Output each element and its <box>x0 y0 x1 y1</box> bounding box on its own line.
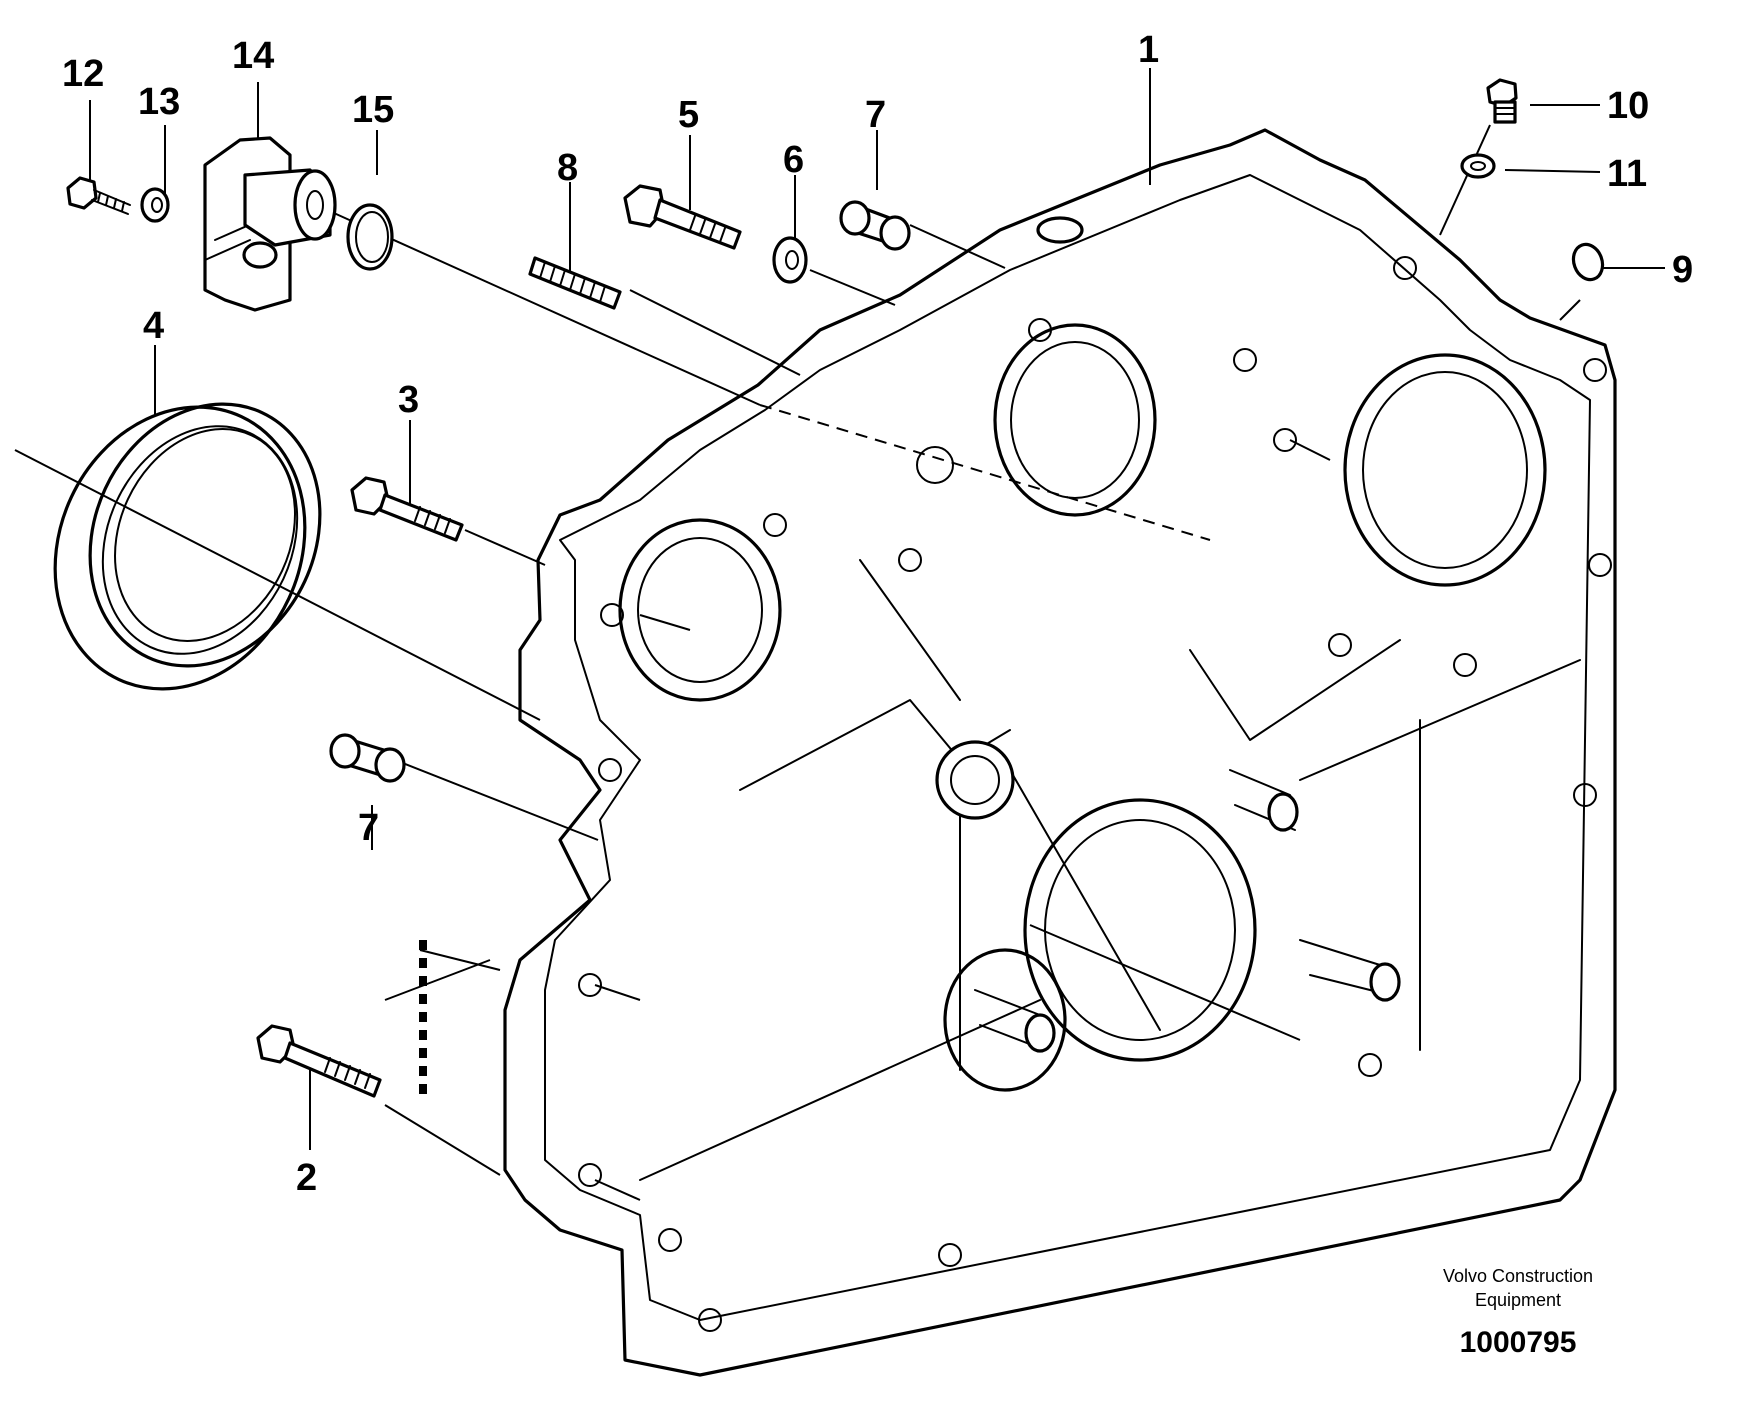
plug-screw-10 <box>1486 78 1518 124</box>
callout-14: 14 <box>232 35 274 77</box>
o-ring-15 <box>346 203 394 271</box>
callout-1: 1 <box>1138 29 1159 71</box>
callout-11: 11 <box>1607 153 1647 195</box>
callout-4: 4 <box>143 305 164 347</box>
dowel-bush-7-left <box>329 733 406 783</box>
bracket-14 <box>203 136 337 312</box>
bolt-2 <box>256 1024 382 1098</box>
callout-5: 5 <box>678 94 699 136</box>
dowel-bush-7-top <box>839 200 911 251</box>
leader-lines <box>14 68 1665 1201</box>
callout-7-top: 7 <box>865 94 886 136</box>
crankshaft-seal <box>53 402 322 691</box>
washer-6 <box>772 236 808 284</box>
callout-2: 2 <box>296 1157 317 1199</box>
bolt-3 <box>350 476 464 542</box>
callout-13: 13 <box>138 81 180 123</box>
callout-3: 3 <box>398 379 419 421</box>
image-number: 1000795 <box>1460 1326 1577 1359</box>
callout-12: 12 <box>62 53 104 95</box>
timing-gear-cover <box>503 128 1617 1377</box>
callout-labels: 1 2 3 4 5 6 7 7 8 9 10 11 12 13 14 15 <box>62 29 1693 1199</box>
callout-10: 10 <box>1607 85 1649 127</box>
callout-7-left: 7 <box>358 807 379 849</box>
callout-8: 8 <box>557 147 578 189</box>
screw-12 <box>66 176 131 215</box>
company-name-line2: Equipment <box>1475 1290 1561 1310</box>
washer-13 <box>140 187 170 223</box>
diagram-footer: Volvo Construction Equipment 1000795 <box>1443 1266 1593 1359</box>
company-name-line1: Volvo Construction <box>1443 1266 1593 1286</box>
cap-plug-9 <box>1571 242 1605 282</box>
sealing-washer-11 <box>1460 153 1496 179</box>
callout-9: 9 <box>1672 249 1693 291</box>
bolt-5 <box>623 184 742 250</box>
stud-8 <box>528 256 622 310</box>
callout-6: 6 <box>783 139 804 181</box>
callout-15: 15 <box>352 89 394 131</box>
cover-bolt-holes <box>578 256 1612 1332</box>
